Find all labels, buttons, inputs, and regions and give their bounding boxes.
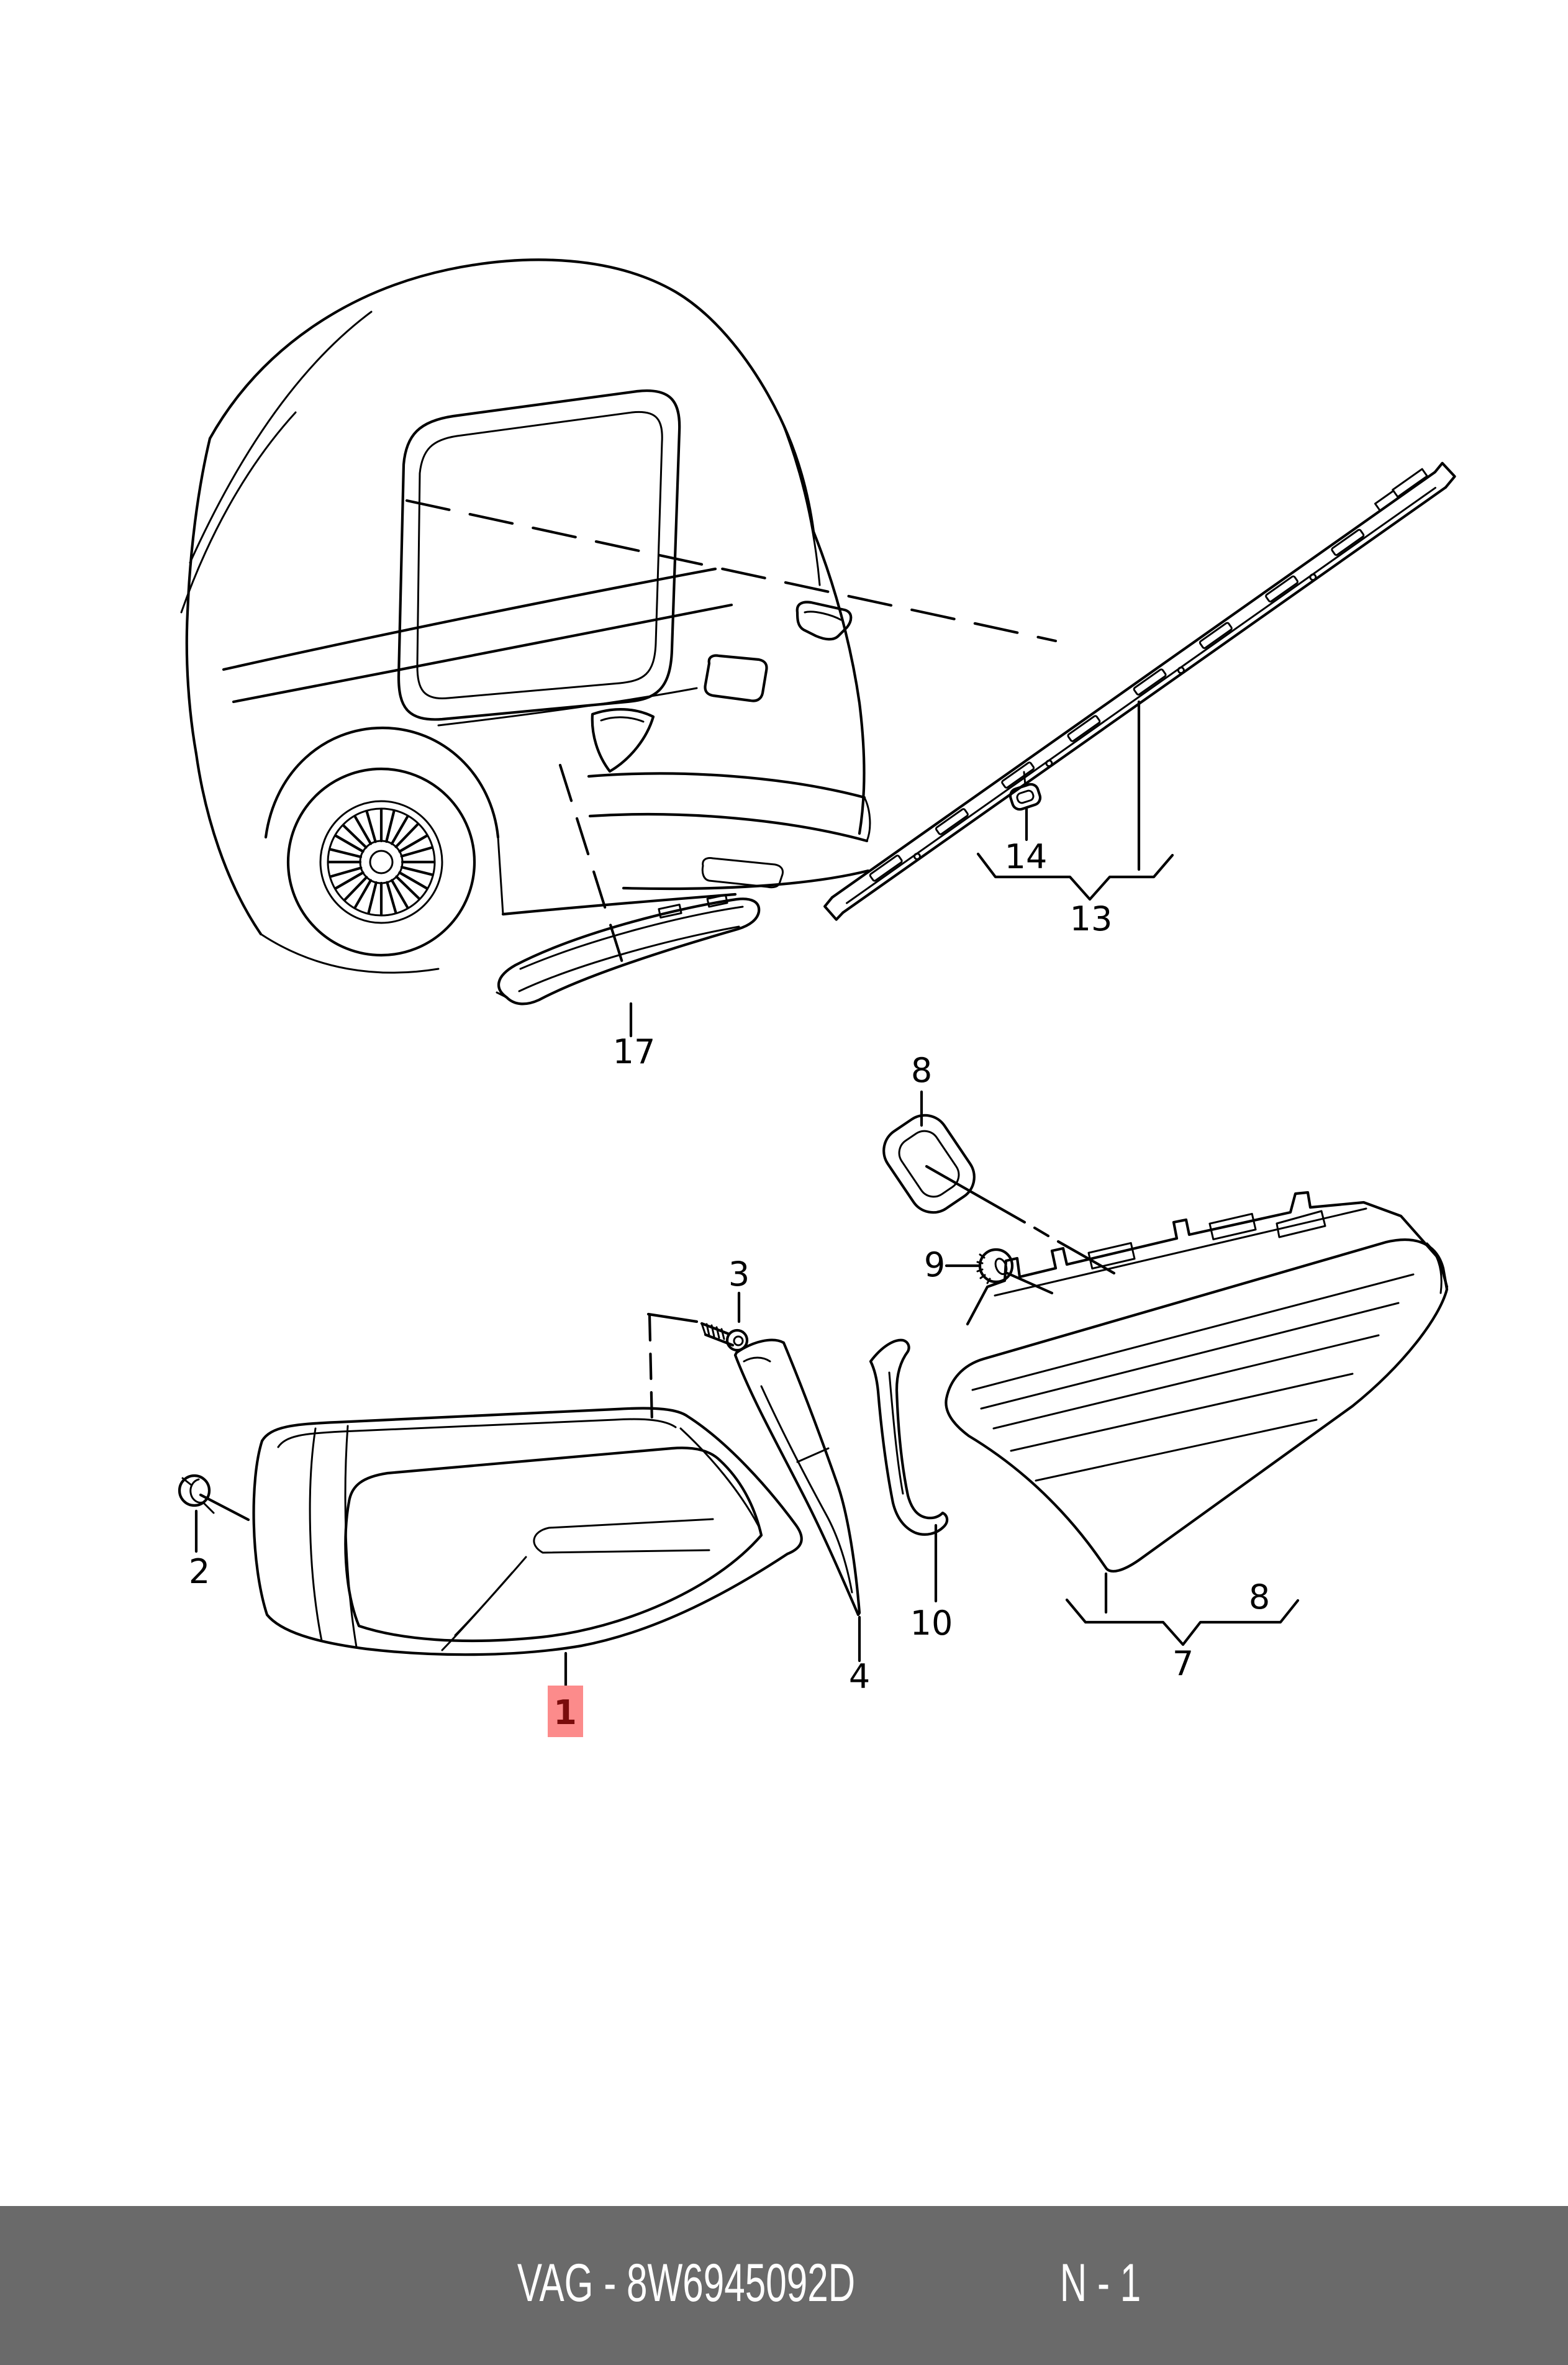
- brace-13: [976, 852, 1174, 901]
- car-tail-light-right: [795, 601, 853, 641]
- callout-2[interactable]: 2: [189, 1552, 210, 1591]
- part-4-seal: [733, 1338, 861, 1663]
- car-illustration: [180, 258, 871, 974]
- part-9-nut: [945, 1248, 1054, 1295]
- callout-17[interactable]: 17: [613, 1032, 656, 1071]
- license-plate-recess: [704, 654, 768, 702]
- part-17-reflector: [496, 894, 761, 1038]
- brace-7: [1065, 1598, 1300, 1646]
- part-13-trim-strip: [823, 461, 1456, 921]
- footer-page-ref: N - 1: [1059, 2253, 1141, 2313]
- callout-9[interactable]: 9: [924, 1245, 945, 1284]
- callout-13[interactable]: 13: [1070, 899, 1113, 938]
- rear-wheel: [286, 767, 476, 957]
- part-10-seal: [869, 1338, 949, 1603]
- rear-window: [397, 389, 681, 721]
- part-2-clip: [178, 1474, 250, 1553]
- part-7-inner-lamp: [945, 1191, 1449, 1614]
- callout-8b[interactable]: 8: [1249, 1577, 1270, 1617]
- car-tail-light-left: [591, 708, 655, 773]
- highlight-box-part-1[interactable]: [548, 1686, 583, 1737]
- callout-labels: 1 2 3 4 7 8 8 9 10 13 14 17: [189, 837, 1270, 1737]
- callout-8a[interactable]: 8: [911, 1051, 932, 1090]
- callout-10[interactable]: 10: [910, 1604, 953, 1643]
- callout-7[interactable]: 7: [1172, 1644, 1194, 1683]
- callout-14[interactable]: 14: [1005, 837, 1048, 876]
- callout-1[interactable]: 1: [553, 1693, 577, 1732]
- part-3-screw: [646, 1291, 749, 1425]
- callout-4[interactable]: 4: [849, 1657, 870, 1696]
- footer-catalog-code: VAG - 8W6945092D: [517, 2253, 856, 2313]
- part-14-clip: [1008, 771, 1042, 842]
- part-1-outer-lamp: [252, 1407, 803, 1692]
- callout-3[interactable]: 3: [728, 1255, 750, 1294]
- part-8-gasket: [882, 1090, 976, 1214]
- footer-bar: VAG - 8W6945092D N - 1: [0, 2206, 1568, 2365]
